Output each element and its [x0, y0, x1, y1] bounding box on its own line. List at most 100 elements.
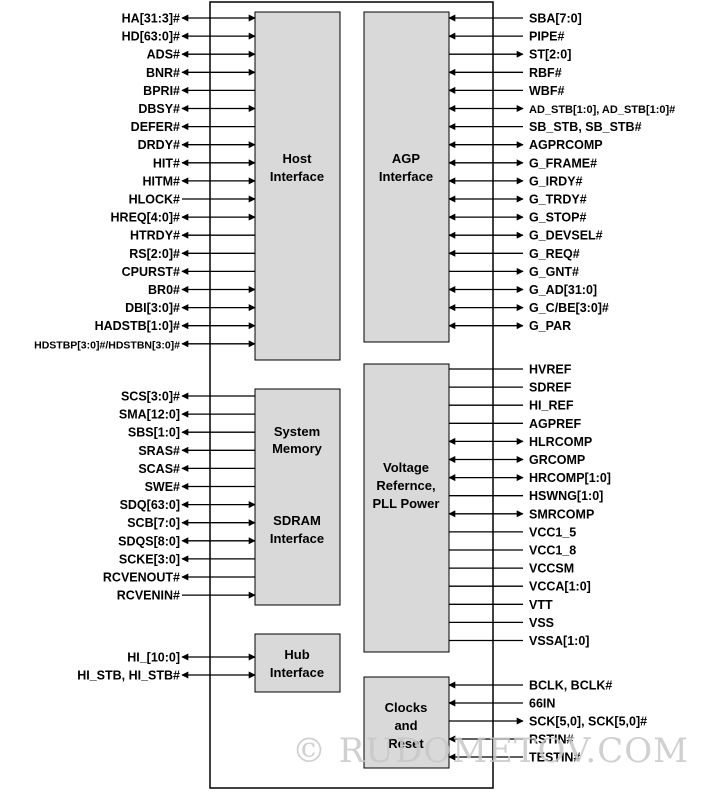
memory-block-line4: Interface [270, 531, 324, 546]
signal-label: HLRCOMP [529, 435, 592, 449]
signal-label: VSSA[1:0] [529, 634, 589, 648]
signal-label: SRAS# [138, 444, 180, 458]
signal-label: G_TRDY# [529, 193, 587, 207]
signal-label: AD_STB[1:0], AD_STB[1:0]# [529, 104, 675, 116]
signal-label: HITM# [143, 174, 181, 188]
agp-interface-block: AGP Interface [363, 11, 450, 343]
signal-label: HADSTB[1:0]# [95, 319, 180, 333]
signal-label: VCC1_8 [529, 544, 576, 558]
clock-signal-group: BCLK, BCLK# 66IN SCK[5,0], SCK[5,0]# RSTIN#… [448, 679, 647, 765]
hub-block-subtitle: Interface [270, 665, 324, 680]
signal-label: SWE# [145, 480, 180, 494]
signal-label: VSS [529, 616, 554, 630]
agp-block-title: AGP [392, 151, 421, 166]
voltage-reference-block: Voltage Refernce, PLL Power [363, 363, 450, 653]
signal-label: SMA[12:0] [119, 408, 180, 422]
voltage-block-line3: PLL Power [373, 496, 440, 511]
host-signal-group: HA[31:3]# HD[63:0]# ADS# BNR# BPRI# DBSY# DEFE… [34, 12, 256, 351]
signal-label: DEFER# [131, 120, 180, 134]
watermark: © RUDOMETOV.COM [292, 731, 689, 771]
signal-label: DRDY# [138, 138, 180, 152]
host-interface-block: Host Interface [254, 11, 341, 361]
memory-block-line2: Memory [272, 441, 323, 456]
signal-label: AGPRCOMP [529, 138, 603, 152]
signal-label: SBS[1:0] [128, 426, 180, 440]
signal-label: SCK[5,0], SCK[5,0]# [529, 715, 647, 729]
chip-outline [209, 1, 494, 789]
host-block-title: Host [283, 151, 313, 166]
signal-label: HA[31:3]# [122, 12, 180, 26]
signal-label: HI_[10:0] [127, 651, 180, 665]
signal-label: RCVENOUT# [103, 571, 180, 585]
signal-label: VTT [529, 598, 553, 612]
signal-label: HRCOMP[1:0] [529, 471, 611, 485]
signal-label: BPRI# [143, 84, 180, 98]
signal-label: SCKE[3:0] [119, 552, 180, 566]
signal-label: WBF# [529, 84, 564, 98]
signal-label: SDQS[8:0] [118, 534, 180, 548]
signal-label: G_DEVSEL# [529, 229, 603, 243]
signal-label: HTRDY# [130, 229, 180, 243]
signal-label: SB_STB, SB_STB# [529, 120, 642, 134]
signal-label: G_FRAME# [529, 156, 597, 170]
signal-label: SDREF [529, 381, 572, 395]
signal-label: HIT# [153, 156, 180, 170]
clocks-block-line2: and [394, 718, 417, 733]
signal-label: G_IRDY# [529, 174, 583, 188]
signal-label: TESTIN# [529, 751, 580, 765]
hub-block-title: Hub [284, 647, 309, 662]
voltage-signal-group: HVREF SDREF HI_REF AGPREF HLRCOMP GRCOMP HRCOM… [448, 363, 611, 648]
signal-label: GRCOMP [529, 453, 585, 467]
signal-label: VCCA[1:0] [529, 580, 591, 594]
signal-label: HD[63:0]# [122, 30, 180, 44]
signal-label: G_PAR [529, 319, 571, 333]
signal-label: G_STOP# [529, 211, 586, 225]
signal-label: SBA[7:0] [529, 12, 582, 26]
agp-block-subtitle: Interface [379, 169, 433, 184]
signal-label: HI_STB, HI_STB# [77, 669, 180, 683]
signal-label: HREQ[4:0]# [111, 211, 181, 225]
clocks-block-line1: Clocks [385, 700, 428, 715]
voltage-block-line2: Refernce, [376, 478, 435, 493]
signal-label: 66IN [529, 697, 555, 711]
signal-label: RBF# [529, 66, 562, 80]
signal-label: HSWNG[1:0] [529, 489, 603, 503]
signal-label: VCC1_5 [529, 525, 576, 539]
signal-label: ST[2:0] [529, 48, 571, 62]
signal-label: BCLK, BCLK# [529, 679, 612, 693]
signal-label: HDSTBP[3:0]#/HDSTBN[3:0]# [34, 339, 180, 351]
clocks-reset-block: Clocks and Reset [363, 676, 450, 769]
signal-label: RSTIN# [529, 733, 574, 747]
signal-label: SDQ[63:0] [120, 498, 180, 512]
signal-label: HLOCK# [129, 193, 180, 207]
signal-label: DBSY# [138, 102, 180, 116]
signal-label: RCVENIN# [117, 589, 180, 603]
signal-label: SCB[7:0] [127, 516, 180, 530]
system-memory-block: System Memory SDRAM Interface [254, 388, 341, 606]
memory-signal-group: SCS[3:0]# SMA[12:0] SBS[1:0] SRAS# SCAS# SWE#… [103, 390, 256, 603]
signal-label: G_C/BE[3:0]# [529, 301, 609, 315]
clocks-block-line3: Reset [388, 736, 424, 751]
voltage-block-line1: Voltage [383, 460, 429, 475]
signal-label: G_GNT# [529, 265, 579, 279]
signal-label: SCS[3:0]# [121, 390, 180, 404]
signal-label: AGPREF [529, 417, 581, 431]
signal-label: SCAS# [138, 462, 180, 476]
signal-label: HI_REF [529, 399, 574, 413]
hub-signal-group: HI_[10:0] HI_STB, HI_STB# [77, 651, 256, 683]
signal-label: G_REQ# [529, 247, 580, 261]
signal-label: BNR# [146, 66, 180, 80]
signal-label: ADS# [147, 48, 180, 62]
signal-label: VCCSM [529, 562, 574, 576]
hub-interface-block: Hub Interface [254, 633, 341, 693]
host-block-subtitle: Interface [270, 169, 324, 184]
signal-label: G_AD[31:0] [529, 283, 597, 297]
signal-label: RS[2:0]# [129, 247, 180, 261]
signal-label: BR0# [148, 283, 180, 297]
signal-label: SMRCOMP [529, 507, 594, 521]
signal-label: HVREF [529, 363, 572, 377]
signal-label: DBI[3:0]# [125, 301, 180, 315]
signal-label: PIPE# [529, 30, 564, 44]
agp-signal-group: SBA[7:0] PIPE# ST[2:0] RBF# WBF# AD_STB[1:0],… [448, 12, 675, 333]
